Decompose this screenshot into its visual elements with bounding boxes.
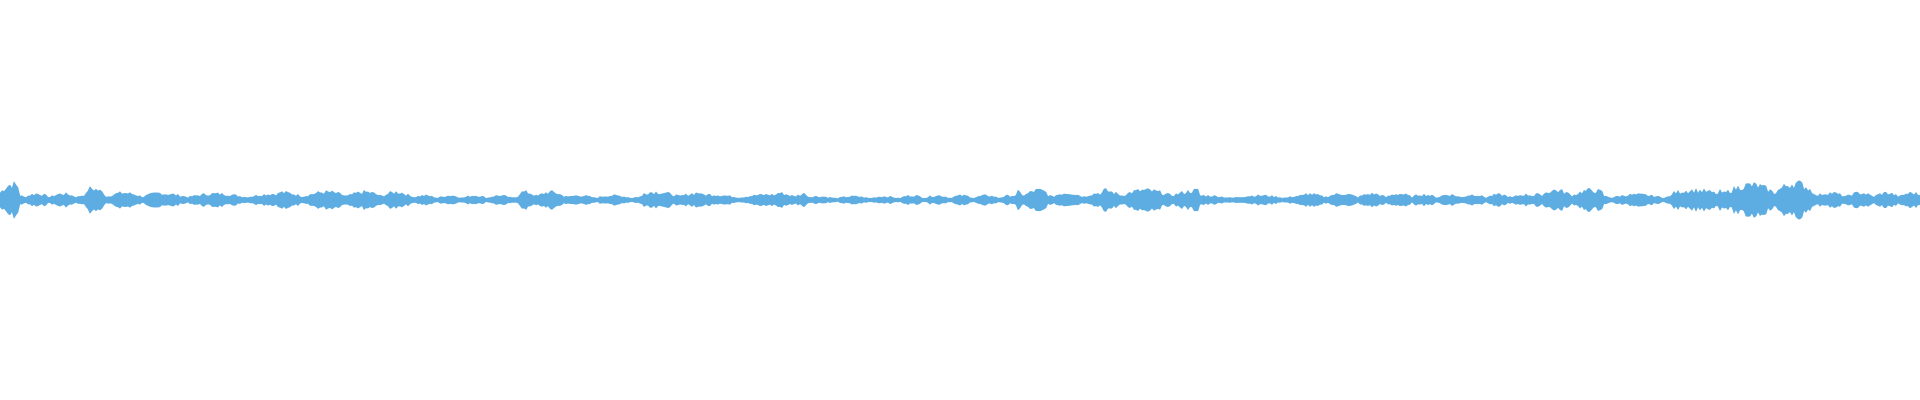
waveform-envelope: [0, 180, 1920, 220]
